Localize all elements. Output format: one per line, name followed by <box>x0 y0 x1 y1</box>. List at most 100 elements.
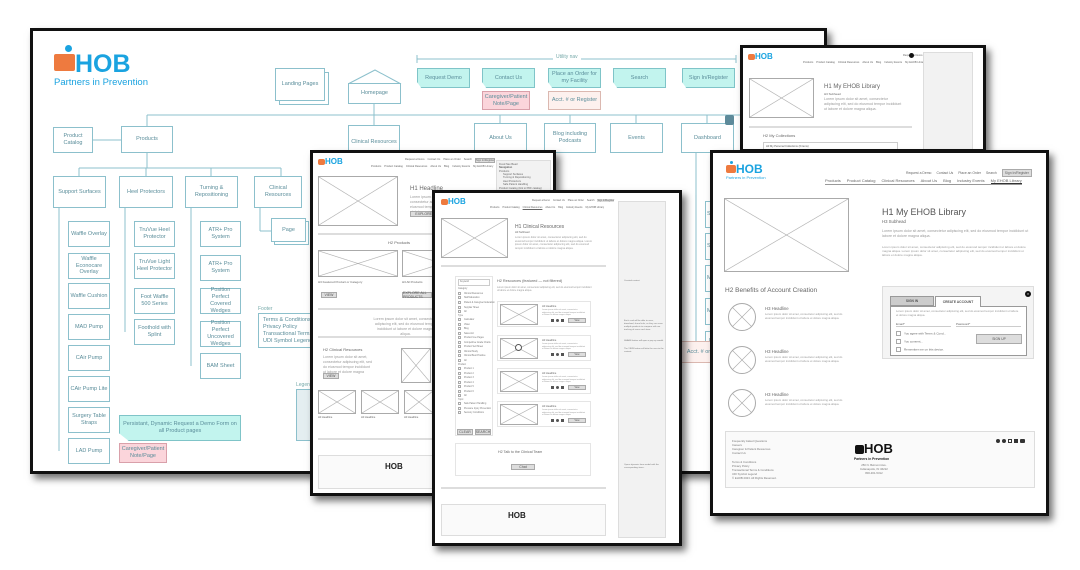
view-button[interactable]: View <box>568 418 586 423</box>
nav-link[interactable]: Contact Us <box>427 158 441 161</box>
view-button[interactable]: VIEW <box>321 292 337 298</box>
sign-up-button[interactable]: SIGN UP <box>976 334 1022 344</box>
filter-checkbox[interactable]: Product 6 <box>458 389 490 395</box>
footer-link[interactable]: Terms & Conditions <box>732 460 757 464</box>
nav-link[interactable]: About Us <box>545 206 556 209</box>
keyword-input[interactable]: Keyword <box>458 279 490 287</box>
filter-checkbox[interactable]: Pressure Injury Prevention <box>458 406 491 412</box>
checkbox[interactable] <box>458 310 461 314</box>
nav-link[interactable]: Product Catalog <box>846 178 876 183</box>
footer-link[interactable]: Privacy Policy <box>732 463 750 468</box>
checkbox[interactable] <box>458 336 461 340</box>
checkbox[interactable] <box>458 411 461 415</box>
filter-checkbox[interactable]: Clinical Study <box>458 349 490 355</box>
checkbox[interactable] <box>458 394 461 398</box>
checkbox[interactable] <box>458 296 461 300</box>
footer-link[interactable]: Careers <box>732 442 742 447</box>
checkbox[interactable] <box>458 331 461 335</box>
filter-checkbox[interactable]: All <box>458 310 490 315</box>
close-icon[interactable]: × <box>1025 291 1031 297</box>
filter-checkbox[interactable]: Supplier Sheet <box>458 305 490 311</box>
tab-sign-in[interactable]: SIGN IN <box>890 296 934 306</box>
terms-checkbox[interactable]: You agree with Terms & Cond... <box>896 331 946 336</box>
chat-button[interactable]: Chat <box>511 464 535 470</box>
consent-checkbox[interactable]: You consent... <box>896 339 923 344</box>
checkbox[interactable] <box>458 305 461 309</box>
filter-checkbox[interactable]: All <box>458 358 490 364</box>
nav-link[interactable]: Place an Order <box>958 171 982 175</box>
checkbox[interactable] <box>458 300 461 304</box>
download-icon[interactable] <box>561 353 564 356</box>
nav-link[interactable]: Place an Order <box>567 199 584 202</box>
nav-link[interactable]: Place an Order <box>443 158 461 161</box>
view-button[interactable]: View <box>568 352 586 357</box>
share-icon[interactable] <box>556 319 559 322</box>
download-icon[interactable] <box>561 319 564 322</box>
save-icon[interactable] <box>551 319 554 322</box>
collections-select[interactable]: H3 My Personal Collections (6 items) <box>763 142 898 149</box>
linkedin-icon[interactable] <box>1014 439 1018 443</box>
nav-link[interactable]: Blog <box>444 165 450 168</box>
checkbox[interactable] <box>458 345 461 349</box>
filter-checkbox[interactable]: Clinical Best Practice <box>458 354 490 359</box>
avatar-icon[interactable] <box>909 53 914 58</box>
filter-checkbox[interactable]: Product 3 <box>458 376 490 381</box>
filter-checkbox[interactable]: Staff Education <box>458 296 490 301</box>
nav-link[interactable]: Industry Events <box>884 61 903 64</box>
nav-link[interactable]: Product Catalog <box>384 165 403 168</box>
view-button[interactable]: VIEW <box>323 373 339 379</box>
footer-link[interactable]: Contact Us <box>732 450 746 455</box>
share-icon[interactable] <box>556 353 559 356</box>
nav-link[interactable]: My EHOB Library <box>585 206 605 209</box>
nav-link[interactable]: Product Catalog <box>816 61 835 64</box>
nav-link[interactable]: Request a Demo <box>405 158 425 161</box>
nav-link-active[interactable]: My EHOB Library <box>990 178 1022 184</box>
footer-link[interactable]: Frequently Asked Questions <box>732 439 767 443</box>
checkbox[interactable] <box>458 291 461 295</box>
view-button[interactable]: View <box>568 385 586 390</box>
nav-link[interactable]: Blog <box>876 61 882 64</box>
clear-button[interactable]: CLEAR <box>457 429 473 435</box>
checkbox[interactable] <box>458 380 461 384</box>
checkbox[interactable] <box>458 366 461 370</box>
filter-checkbox[interactable]: Product Sell Sheet <box>458 345 490 350</box>
facebook-icon[interactable] <box>996 439 1000 443</box>
download-icon[interactable] <box>561 419 564 422</box>
nav-link[interactable]: Product Catalog <box>502 206 520 209</box>
nav-link[interactable]: About Us <box>920 178 938 183</box>
password-field[interactable]: Password* <box>956 322 1021 327</box>
filter-checkbox[interactable]: Product 1 <box>458 366 490 372</box>
save-icon[interactable] <box>551 386 554 389</box>
checkbox[interactable] <box>458 354 461 358</box>
nav-link[interactable]: Clinical Resources <box>837 61 860 64</box>
nav-link[interactable]: My EHOB Library <box>905 61 926 64</box>
nav-link[interactable]: Search <box>463 158 472 161</box>
filter-checkbox[interactable]: All <box>458 394 490 399</box>
filter-checkbox[interactable]: Product Use Pages <box>458 336 490 341</box>
nav-link[interactable]: Clinical Resources <box>405 165 428 168</box>
nav-link[interactable]: Industry Events <box>566 206 583 209</box>
filter-checkbox[interactable]: Competitive Grade Charts <box>458 340 491 346</box>
checkbox[interactable] <box>458 376 461 380</box>
filter-checkbox[interactable]: Product 4 <box>458 380 490 386</box>
save-icon[interactable] <box>551 353 554 356</box>
remember-checkbox[interactable]: Remember me on this device. <box>896 347 944 352</box>
nav-link[interactable]: Industry Events <box>957 178 985 183</box>
nav-link[interactable]: Contact Us <box>552 199 565 202</box>
filter-checkbox[interactable]: Sensory Conditions <box>458 411 490 416</box>
sign-in-button[interactable]: Sign In/Register <box>1001 169 1032 177</box>
download-icon[interactable] <box>561 386 564 389</box>
sign-in-button[interactable]: Sign In/Register <box>474 158 496 163</box>
checkbox[interactable] <box>458 358 461 362</box>
twitter-icon[interactable] <box>1002 439 1006 443</box>
filter-checkbox[interactable]: Blog <box>458 327 490 332</box>
instagram-icon[interactable] <box>1008 439 1012 443</box>
nav-link[interactable]: Blog <box>558 206 564 209</box>
checkbox[interactable] <box>458 371 461 375</box>
nav-link[interactable]: Contact Us <box>936 171 954 175</box>
checkbox[interactable] <box>458 406 461 410</box>
sign-in-button[interactable]: Sign In/Register <box>597 199 615 202</box>
share-icon[interactable] <box>556 419 559 422</box>
filter-checkbox[interactable]: Sales Aid <box>458 331 490 337</box>
nav-link[interactable]: Search <box>586 199 595 202</box>
